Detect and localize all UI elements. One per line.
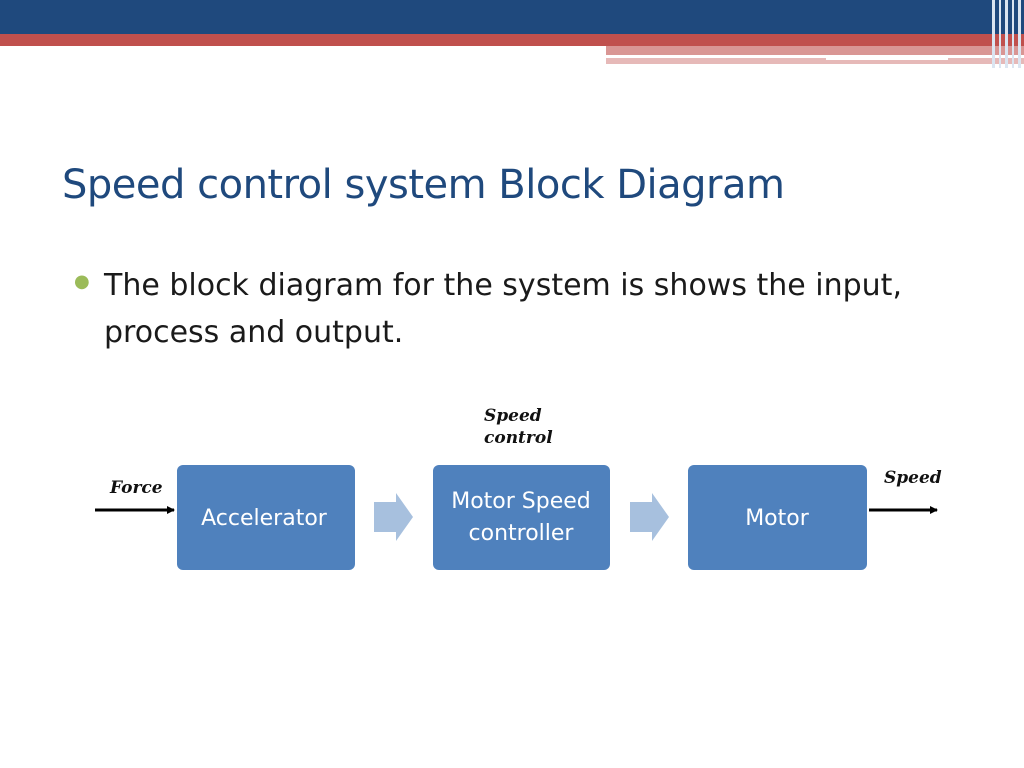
- banner-white-line: [826, 58, 948, 60]
- bullet-list: ● The block diagram for the system is sh…: [74, 262, 974, 356]
- block-accelerator: Accelerator: [177, 465, 355, 570]
- banner-stripe: [1012, 0, 1014, 68]
- block-label: controller: [469, 521, 575, 546]
- block-box: [688, 465, 867, 570]
- banner-stripe: [1005, 0, 1008, 68]
- block-motor-speed-controller: Motor Speed controller: [433, 465, 610, 570]
- bullet-text: The block diagram for the system is show…: [104, 268, 902, 350]
- block-box: [433, 465, 610, 570]
- control-label: control: [484, 428, 553, 448]
- banner-pink-band: [606, 46, 1024, 55]
- bullet-dot-icon: ●: [74, 271, 90, 292]
- top-banner: [0, 0, 1024, 68]
- flow-arrow-icon: [374, 493, 413, 541]
- block-label: Accelerator: [201, 506, 328, 531]
- block-motor: Motor: [688, 465, 867, 570]
- slide-title: Speed control system Block Diagram: [62, 162, 785, 208]
- block-box: [177, 465, 355, 570]
- control-label: Speed: [484, 406, 542, 426]
- output-label: Speed: [884, 468, 942, 488]
- banner-stripe: [992, 0, 995, 68]
- flow-arrow-icon: [630, 493, 669, 541]
- input-label: Force: [109, 478, 163, 498]
- block-label: Motor: [745, 506, 810, 531]
- banner-stripe: [999, 0, 1001, 68]
- block-label: Motor Speed: [451, 489, 591, 514]
- banner-red-band: [0, 34, 1024, 46]
- banner-navy-band: [0, 0, 1024, 34]
- banner-stripe: [1018, 0, 1021, 68]
- banner-light-band: [606, 58, 1024, 64]
